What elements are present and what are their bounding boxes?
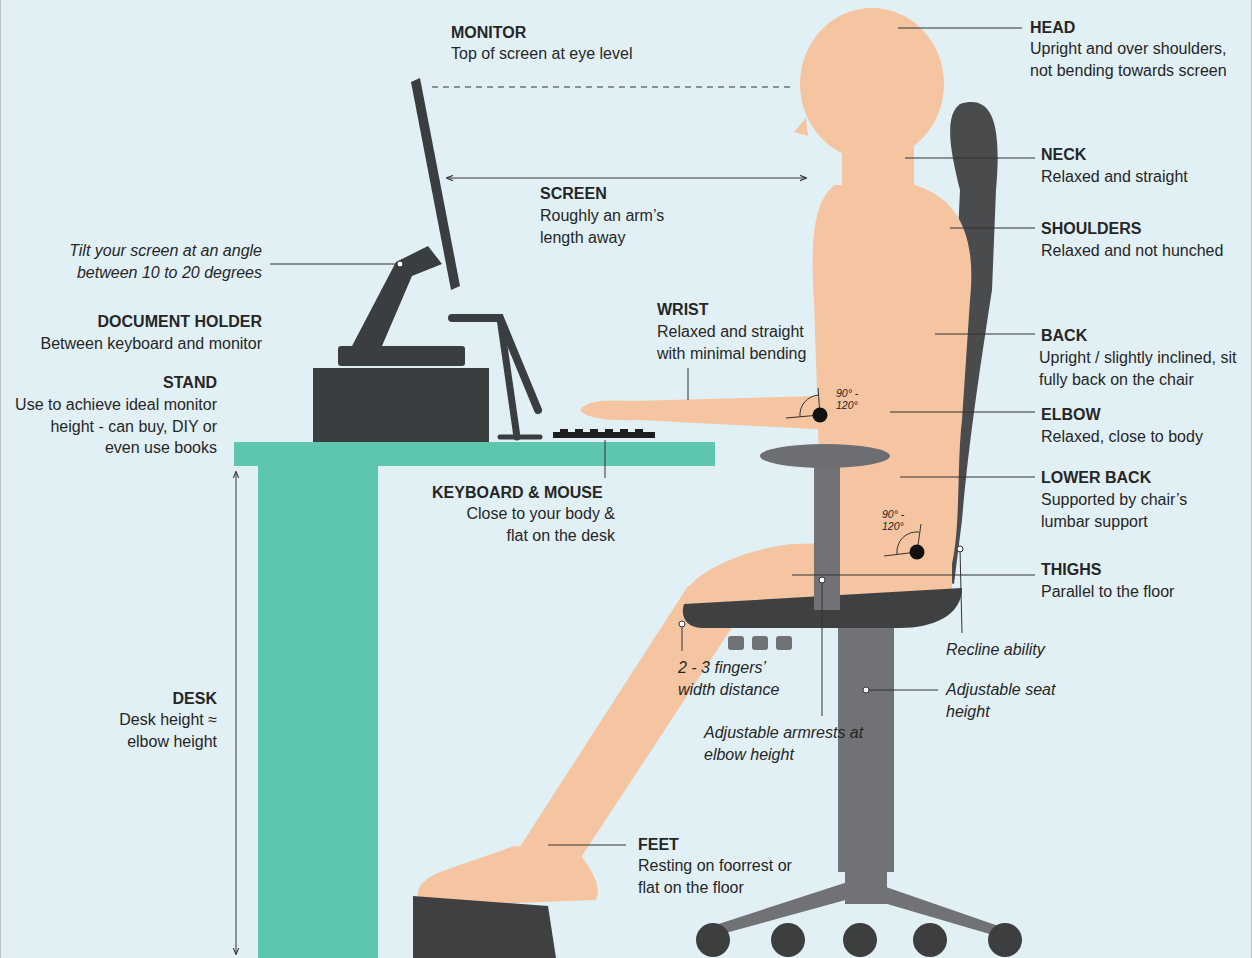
- callout-heading: STAND: [17, 372, 217, 394]
- monitor: [313, 78, 489, 442]
- angle-marker: [786, 388, 925, 560]
- callout-heading: HEAD: [1030, 17, 1075, 39]
- dimension-line: [236, 472, 237, 954]
- seated-person: [418, 8, 972, 906]
- callout-heading: SHOULDERS: [1041, 218, 1141, 240]
- callout-text: Desk height ≈ elbow height: [97, 709, 217, 752]
- callout-heading: WRIST: [657, 299, 709, 321]
- callout-text: Resting on foorrest or flat on the floor: [638, 855, 813, 898]
- keyboard: [553, 429, 655, 438]
- callout-text: Close to your body & flat on the desk: [445, 503, 615, 546]
- callout-heading: DOCUMENT HOLDER: [12, 311, 262, 333]
- frame-edge: [1251, 0, 1252, 958]
- callout-note: Recline ability: [946, 639, 1045, 661]
- callout-heading: FEET: [638, 834, 679, 856]
- callout-text: Relaxed and not hunched: [1041, 240, 1246, 262]
- callout-text: Relaxed, close to body: [1041, 426, 1246, 448]
- callout-heading: LOWER BACK: [1041, 467, 1151, 489]
- callout-note: Tilt your screen at an angle between 10 …: [22, 240, 262, 283]
- callout-heading: MONITOR: [451, 22, 526, 44]
- frame-edge: [0, 0, 1, 958]
- angle-label: 90° - 120°: [836, 387, 866, 411]
- callout-note: 2 - 3 fingers’ width distance: [678, 657, 803, 700]
- callout-note: Adjustable armrests at elbow height: [704, 722, 874, 765]
- callout-text: Between keyboard and monitor: [12, 333, 262, 355]
- callout-text: Upright / slightly inclined, sit fully b…: [1039, 347, 1248, 390]
- angle-label: 90° - 120°: [882, 508, 912, 532]
- callout-heading: BACK: [1041, 325, 1087, 347]
- callout-heading: DESK: [97, 688, 217, 710]
- footrest: [413, 896, 556, 958]
- document-holder: [452, 318, 540, 437]
- callout-text: Supported by chair’s lumbar support: [1041, 489, 1221, 532]
- callout-text: Relaxed and straight with minimal bendin…: [657, 321, 832, 364]
- callout-text: Use to achieve ideal monitor height - ca…: [12, 394, 217, 459]
- callout-text: Roughly an arm’s length away: [540, 205, 680, 248]
- callout-note: Adjustable seat height: [946, 679, 1056, 722]
- callout-heading: ELBOW: [1041, 404, 1101, 426]
- callout-text: Relaxed and straight: [1041, 166, 1241, 188]
- chair: [696, 102, 1022, 957]
- leader-dot: [397, 261, 963, 693]
- callout-text: Upright and over shoulders, not bending …: [1030, 38, 1248, 81]
- callout-heading: SCREEN: [540, 183, 607, 205]
- leader-line: [270, 28, 1035, 845]
- callout-text: Parallel to the floor: [1041, 581, 1241, 603]
- callout-text: Top of screen at eye level: [451, 43, 691, 65]
- callout-heading: KEYBOARD & MOUSE: [432, 482, 603, 504]
- callout-heading: NECK: [1041, 144, 1086, 166]
- callout-heading: THIGHS: [1041, 559, 1101, 581]
